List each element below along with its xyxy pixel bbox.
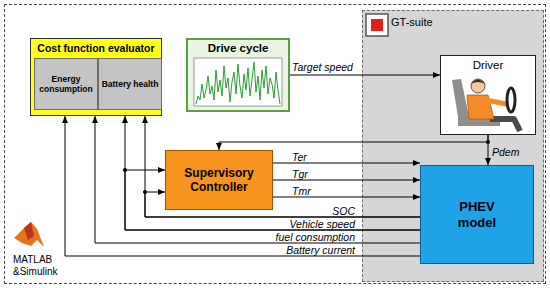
arrow-head [216,143,222,150]
metric-box: Battery health [98,58,162,110]
signal-connector [122,116,420,230]
signal-connector [123,167,420,230]
seat-back [452,79,470,123]
signal-label: Target speed [292,61,353,73]
vehicle-model-box: PHEV model [420,165,534,264]
arrow-head [413,160,420,166]
junction-dot [486,140,490,144]
signal-line [145,116,420,217]
driver-head [471,79,485,93]
arrow-head [158,189,165,195]
node-text: Supervisory Controller [170,166,268,195]
signal-line [219,135,488,150]
controller-box: Supervisory Controller [165,150,273,210]
node-text: PHEV model [447,199,507,230]
signal-connector [92,116,420,243]
node-text: Driver [473,59,504,73]
chart-panel [194,58,282,106]
driver-box: Driver [440,55,536,135]
junction-dot [143,190,147,194]
signal-connector [143,189,420,217]
arrow-head [142,116,148,123]
signal-label: Pdem [492,146,519,158]
signal-label: Tmr [292,185,311,197]
arrow-head [158,167,165,173]
steering-wheel [507,88,515,112]
signal-label: Battery current [286,244,355,256]
matlab-region: MATLAB &Simulink Cost function evaluatorE… [4,4,546,284]
node-text: Battery health [102,79,159,89]
driver-torso [467,95,494,119]
signal-line [65,116,420,256]
arrow-head [92,116,98,123]
gt-logo-mark [371,19,383,31]
matlab-logo [14,222,44,247]
signal-line [290,75,440,76]
node-text: Drive cycle [208,42,269,56]
arrow-head [62,116,68,123]
arrow-head [413,194,420,200]
metric-box: Energy consumption [34,58,98,110]
arrow-head [485,158,491,165]
node-text: Energy consumption [36,74,96,94]
drive-cycle-box: Drive cycle [186,38,290,112]
signal-label: SOC [332,205,355,217]
signal-connector [485,135,491,165]
arrow-head [413,177,420,183]
matlab-logo-shade [24,222,34,240]
signal-label: Tgr [292,168,308,180]
node-text: MATLAB &Simulink [13,254,71,278]
driver-arm [486,100,506,104]
driver-legs [490,119,520,131]
gt-logo-frame [366,14,388,36]
signal-line [488,135,489,165]
signal-line [145,192,420,217]
evaluator-box: Cost function evaluatorEnergy consumptio… [30,38,162,116]
signal-connector [142,116,420,217]
signal-label: fuel consumption [276,231,355,243]
seat-base [458,118,500,126]
signal-label: Ter [292,151,307,163]
arrow-head [122,116,128,123]
node-text: Cost function evaluator [37,42,154,55]
signal-connector [216,135,490,150]
signal-line [125,170,420,230]
arrow-head [433,72,440,78]
signal-line [95,116,420,243]
node-text: GT-suite [391,16,433,29]
speed-trace [196,62,280,104]
driver-hair [471,80,485,85]
signal-line [125,116,420,230]
signal-connector [62,116,420,256]
junction-dot [123,168,127,172]
signal-label: Vehicle speed [289,218,355,230]
